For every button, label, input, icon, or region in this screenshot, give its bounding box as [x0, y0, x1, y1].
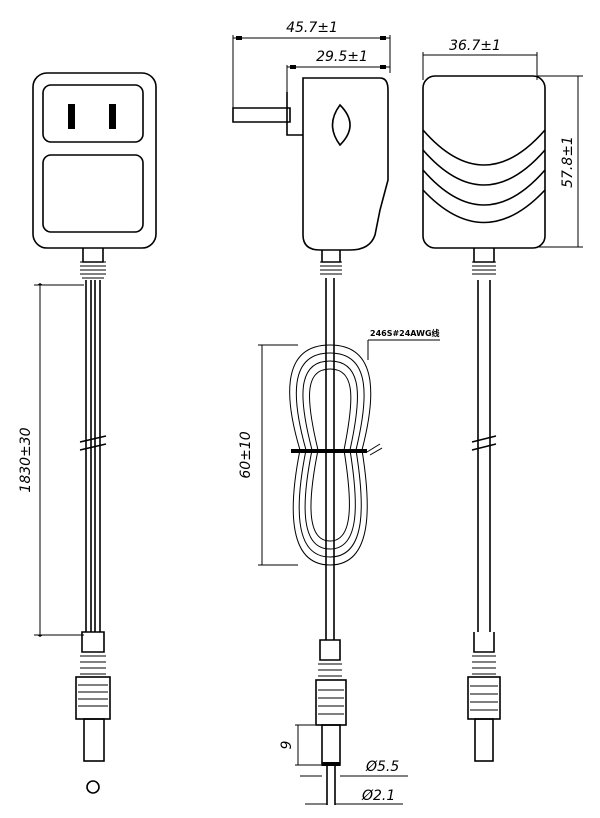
cable-length-label: 1830±30 — [18, 427, 34, 492]
cable-note: 246S#24AWG线 — [370, 328, 440, 338]
coil-length-label: 60±10 — [238, 431, 254, 478]
outer-diameter-label: Ø5.5 — [365, 759, 399, 775]
inner-diameter-label: Ø2.1 — [361, 788, 395, 804]
side-view: 45.7±1 29.5±1 60±10 246S#24AWG线 9 — [232, 20, 440, 805]
body-depth-label: 29.5±1 — [316, 49, 368, 65]
height-label: 57.8±1 — [560, 136, 576, 188]
overall-depth-label: 45.7±1 — [286, 20, 338, 36]
cable-coil — [289, 344, 383, 566]
width-label: 36.7±1 — [449, 38, 501, 54]
plug-length-label: 9 — [279, 740, 295, 749]
rear-view: 36.7±1 57.8±1 — [422, 38, 583, 762]
front-view: 1830±30 — [18, 72, 157, 794]
